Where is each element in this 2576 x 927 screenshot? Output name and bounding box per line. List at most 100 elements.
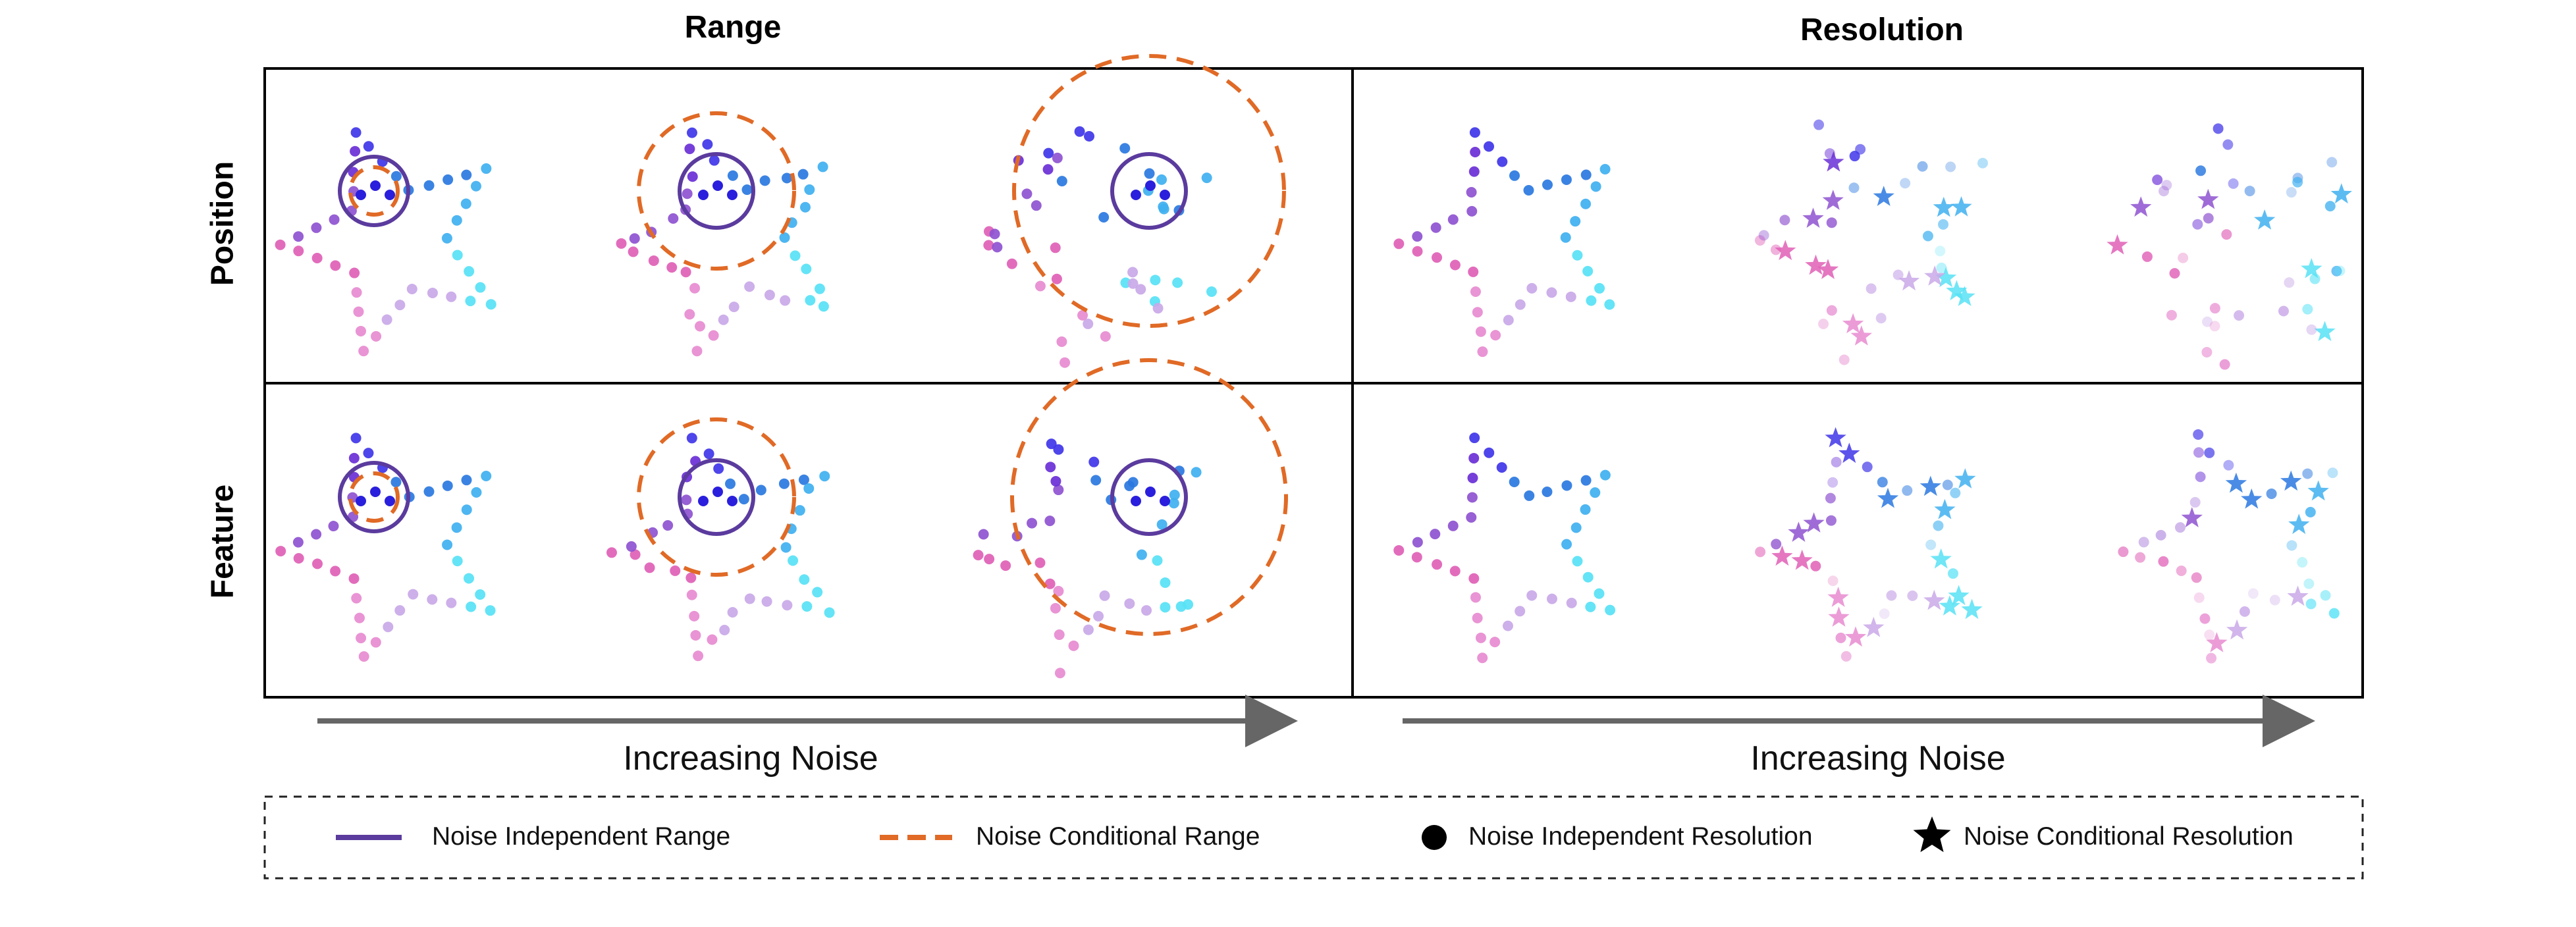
legend-box xyxy=(263,795,2364,880)
data-point xyxy=(350,146,361,157)
data-point xyxy=(1432,252,1443,263)
conditional-resolution-star xyxy=(1775,240,1796,261)
data-point xyxy=(1136,549,1147,560)
data-point xyxy=(1449,566,1461,577)
data-point xyxy=(1034,280,1046,292)
focus-point xyxy=(385,496,395,506)
data-point xyxy=(2158,556,2169,567)
data-point xyxy=(2155,529,2166,541)
data-point xyxy=(1936,262,1947,273)
data-point xyxy=(464,266,475,277)
data-point xyxy=(1027,517,1038,529)
data-point xyxy=(427,594,438,605)
independent-range-circle xyxy=(338,155,410,227)
data-point xyxy=(1430,222,1441,233)
data-point xyxy=(2166,309,2177,321)
data-point xyxy=(2266,488,2277,499)
data-point xyxy=(461,504,472,516)
data-point xyxy=(470,180,481,192)
data-point xyxy=(427,287,438,298)
data-point xyxy=(1484,447,1495,458)
data-point xyxy=(2223,460,2234,471)
data-point xyxy=(351,593,362,604)
data-point xyxy=(1565,291,1576,302)
legend-dot-icon xyxy=(1422,825,1447,850)
conditional-resolution-star xyxy=(1827,587,1849,607)
data-point xyxy=(799,201,811,213)
data-point xyxy=(1818,318,1829,329)
data-point xyxy=(1515,606,1526,617)
conditional-resolution-star xyxy=(2307,480,2329,501)
data-point xyxy=(1561,480,1572,491)
focus-point xyxy=(356,496,366,506)
data-point xyxy=(681,494,692,506)
data-point xyxy=(2195,165,2207,176)
data-point xyxy=(1046,438,1057,450)
data-point xyxy=(819,471,830,482)
data-point xyxy=(2206,652,2217,664)
data-point xyxy=(311,253,323,264)
data-point xyxy=(804,184,815,196)
data-point xyxy=(1412,537,1423,548)
panel-frame xyxy=(263,67,2364,699)
range-position-star-3 xyxy=(983,126,1218,368)
data-point xyxy=(1393,238,1405,250)
data-point xyxy=(702,139,713,150)
data-point xyxy=(1825,515,1837,526)
data-point xyxy=(644,562,655,573)
data-point xyxy=(2152,174,2163,186)
conditional-resolution-star xyxy=(1850,325,1872,346)
data-point xyxy=(755,485,766,496)
data-point xyxy=(1594,282,1605,294)
data-point xyxy=(371,331,382,342)
data-point xyxy=(2221,229,2232,240)
data-point xyxy=(1050,602,1061,614)
data-point xyxy=(464,573,475,584)
data-point xyxy=(684,309,695,320)
column-title-range: Range xyxy=(684,10,782,45)
data-point xyxy=(691,346,703,357)
resolution-feature-star-1 xyxy=(1393,433,1616,664)
data-point xyxy=(1475,632,1486,643)
data-point xyxy=(446,291,457,302)
data-point xyxy=(1977,157,1989,169)
data-point xyxy=(1509,170,1520,181)
data-point xyxy=(1917,161,1928,172)
data-point xyxy=(2202,316,2213,327)
data-point xyxy=(2286,540,2297,551)
data-point xyxy=(2302,468,2313,479)
conditional-resolution-star xyxy=(2130,196,2152,217)
data-point xyxy=(779,232,790,243)
data-point xyxy=(1922,230,1933,242)
data-point xyxy=(1490,330,1501,341)
data-point xyxy=(670,565,681,576)
data-point xyxy=(2169,268,2180,279)
data-point xyxy=(1502,620,1513,631)
data-point xyxy=(2174,522,2186,533)
data-point xyxy=(1006,258,1017,269)
data-point xyxy=(686,127,697,138)
data-point xyxy=(1045,462,1056,473)
conditional-resolution-star xyxy=(2330,183,2352,204)
data-point xyxy=(741,184,753,196)
data-point xyxy=(1599,163,1611,174)
data-point xyxy=(629,233,640,244)
legend-label-conditional-resolution: Noise Conditional Resolution xyxy=(1964,822,2294,851)
data-point xyxy=(442,539,453,550)
data-point xyxy=(1605,604,1616,616)
conditional-resolution-star xyxy=(2287,585,2309,606)
data-point xyxy=(1021,188,1033,199)
data-point xyxy=(1594,588,1605,599)
data-point xyxy=(1470,592,1481,603)
conditional-resolution-star xyxy=(1923,589,1945,610)
independent-range-circle xyxy=(1110,152,1188,230)
data-point xyxy=(2209,321,2220,332)
focus-point xyxy=(712,180,723,191)
data-point xyxy=(1031,200,1042,211)
data-point xyxy=(1599,469,1611,481)
data-point xyxy=(814,283,825,294)
data-point xyxy=(1855,144,1866,155)
data-point xyxy=(781,172,792,184)
data-point xyxy=(1168,498,1179,509)
conditional-resolution-star xyxy=(1924,265,1946,286)
